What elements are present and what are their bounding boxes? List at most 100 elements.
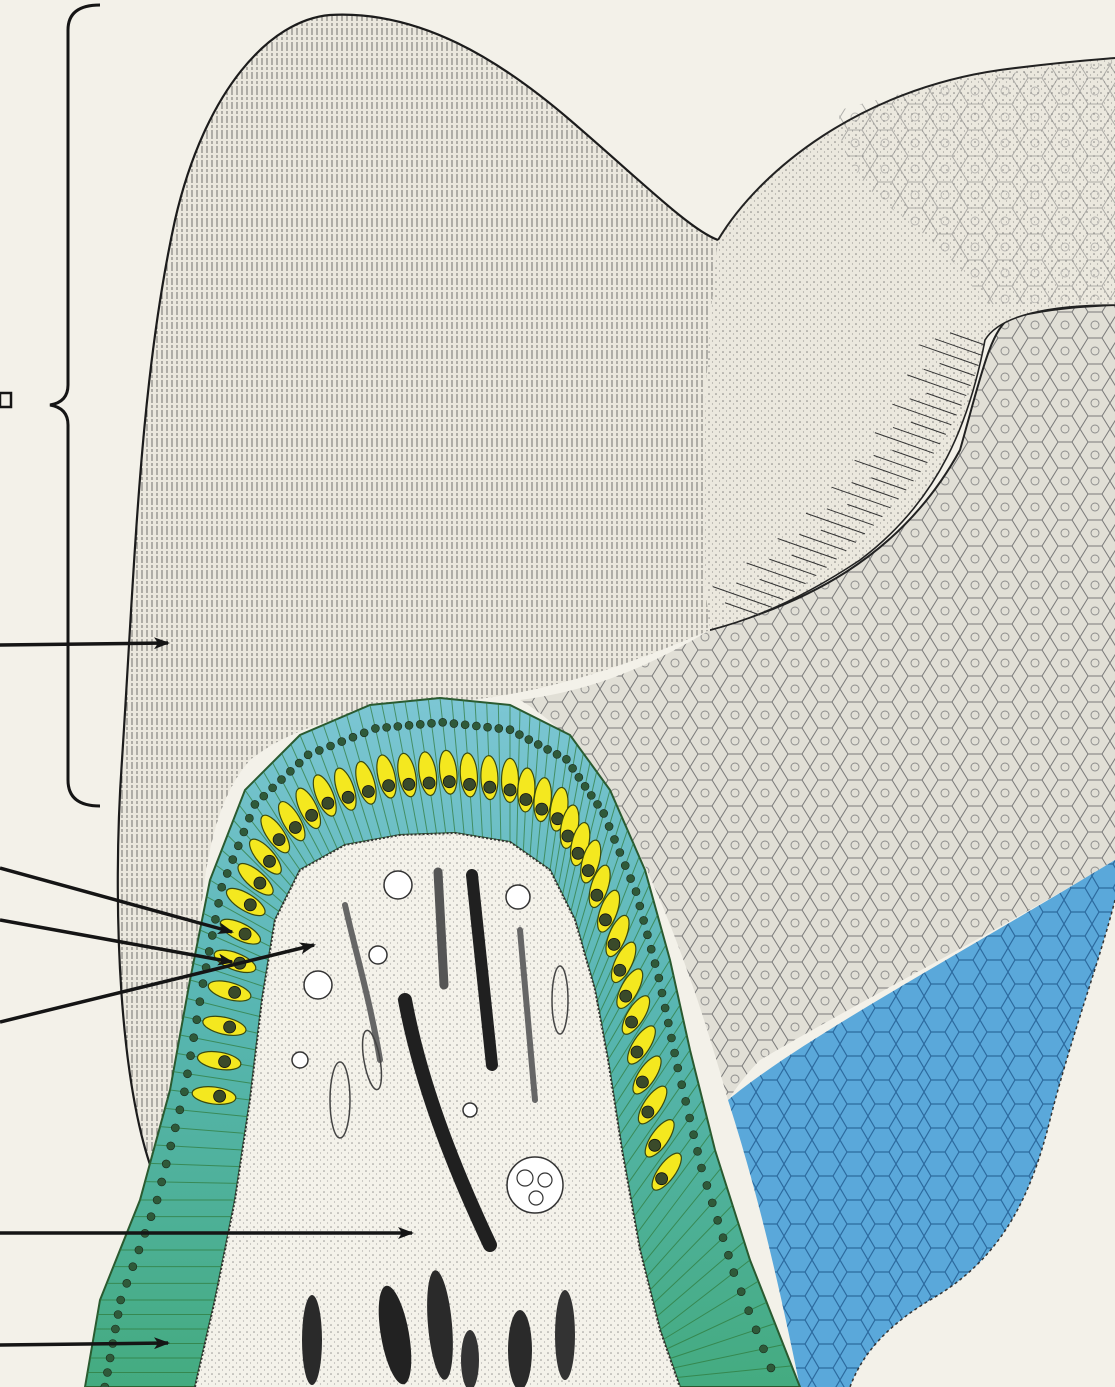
supporting-nucleus: [678, 1081, 686, 1089]
supporting-nucleus: [472, 722, 480, 730]
supporting-nucleus: [569, 764, 577, 772]
supporting-nucleus: [111, 1325, 119, 1333]
supporting-nucleus: [251, 800, 259, 808]
vesicle: [304, 971, 332, 999]
supporting-nucleus: [752, 1326, 760, 1334]
dark-nucleus: [302, 1295, 322, 1385]
supporting-nucleus: [610, 835, 618, 843]
supporting-nucleus: [338, 738, 346, 746]
supporting-nucleus: [129, 1263, 137, 1271]
pointer-arrow-6: [0, 1343, 168, 1345]
supporting-nucleus: [190, 1034, 198, 1042]
supporting-nucleus: [587, 791, 595, 799]
supporting-nucleus: [167, 1142, 175, 1150]
supporting-nucleus: [176, 1106, 184, 1114]
vesicle: [506, 885, 530, 909]
hair-cell-nucleus: [591, 889, 603, 901]
supporting-nucleus: [506, 726, 514, 734]
hair-cell-nucleus: [536, 803, 548, 815]
hair-cell-nucleus: [504, 784, 516, 796]
supporting-nucleus: [135, 1246, 143, 1254]
supporting-nucleus: [295, 759, 303, 767]
supporting-nucleus: [562, 755, 570, 763]
hair-cell-nucleus: [572, 847, 584, 859]
supporting-nucleus: [405, 721, 413, 729]
supporting-nucleus: [162, 1160, 170, 1168]
supporting-nucleus: [690, 1131, 698, 1139]
supporting-nucleus: [103, 1369, 111, 1377]
supporting-nucleus: [682, 1097, 690, 1105]
supporting-nucleus: [211, 915, 219, 923]
supporting-nucleus: [581, 782, 589, 790]
supporting-nucleus: [394, 722, 402, 730]
supporting-nucleus: [658, 989, 666, 997]
supporting-nucleus: [553, 750, 561, 758]
supporting-nucleus: [686, 1114, 694, 1122]
supporting-nucleus: [229, 856, 237, 864]
supporting-nucleus: [655, 974, 663, 982]
pointer-arrow-1: [0, 643, 168, 645]
supporting-nucleus: [260, 792, 268, 800]
supporting-nucleus: [632, 888, 640, 896]
vesicle: [384, 871, 412, 899]
supporting-nucleus: [171, 1124, 179, 1132]
vesicle: [369, 946, 387, 964]
supporting-nucleus: [245, 814, 253, 822]
vesicle: [292, 1052, 308, 1068]
hair-cell-nucleus: [582, 865, 594, 877]
supporting-nucleus: [304, 751, 312, 759]
supporting-nucleus: [193, 1016, 201, 1024]
supporting-nucleus: [667, 1034, 675, 1042]
hair-cell-nucleus: [614, 964, 626, 976]
hair-cell-nucleus: [229, 986, 241, 998]
vesicle: [463, 1103, 477, 1117]
supporting-nucleus: [360, 729, 368, 737]
supporting-nucleus: [114, 1311, 122, 1319]
supporting-nucleus: [636, 902, 644, 910]
supporting-nucleus: [215, 899, 223, 907]
supporting-nucleus: [671, 1049, 679, 1057]
hair-cell-nucleus: [239, 928, 251, 940]
supporting-nucleus: [147, 1213, 155, 1221]
hair-cell-nucleus: [214, 1090, 226, 1102]
supporting-nucleus: [180, 1088, 188, 1096]
supporting-nucleus: [349, 733, 357, 741]
supporting-nucleus: [117, 1296, 125, 1304]
supporting-nucleus: [123, 1279, 131, 1287]
hair-cell-nucleus: [244, 899, 256, 911]
supporting-nucleus: [730, 1269, 738, 1277]
hair-cell-nucleus: [306, 809, 318, 821]
supporting-nucleus: [575, 773, 583, 781]
supporting-nucleus: [600, 809, 608, 817]
hair-cell-nucleus: [254, 877, 266, 889]
supporting-nucleus: [616, 849, 624, 857]
supporting-nucleus: [234, 842, 242, 850]
hair-cell-nucleus: [599, 914, 611, 926]
supporting-nucleus: [708, 1199, 716, 1207]
supporting-nucleus: [534, 740, 542, 748]
hair-cell-nucleus: [403, 778, 415, 790]
hair-cell-nucleus: [322, 797, 334, 809]
supporting-nucleus: [745, 1307, 753, 1315]
dark-nucleus: [508, 1310, 532, 1387]
supporting-nucleus: [286, 767, 294, 775]
supporting-nucleus: [484, 723, 492, 731]
supporting-nucleus: [664, 1019, 672, 1027]
supporting-nucleus: [278, 776, 286, 784]
supporting-nucleus: [187, 1052, 195, 1060]
supporting-nucleus: [515, 731, 523, 739]
supporting-nucleus: [427, 719, 435, 727]
supporting-nucleus: [621, 862, 629, 870]
supporting-nucleus: [196, 998, 204, 1006]
supporting-nucleus: [218, 883, 226, 891]
hair-cell-nucleus: [636, 1076, 648, 1088]
supporting-nucleus: [439, 718, 447, 726]
hair-cell-nucleus: [608, 938, 620, 950]
hair-cell-nucleus: [626, 1016, 638, 1028]
supporting-nucleus: [760, 1345, 768, 1353]
hair-cell-nucleus: [362, 785, 374, 797]
hair-cell-nucleus: [443, 776, 455, 788]
supporting-nucleus: [199, 980, 207, 988]
supporting-nucleus: [461, 721, 469, 729]
